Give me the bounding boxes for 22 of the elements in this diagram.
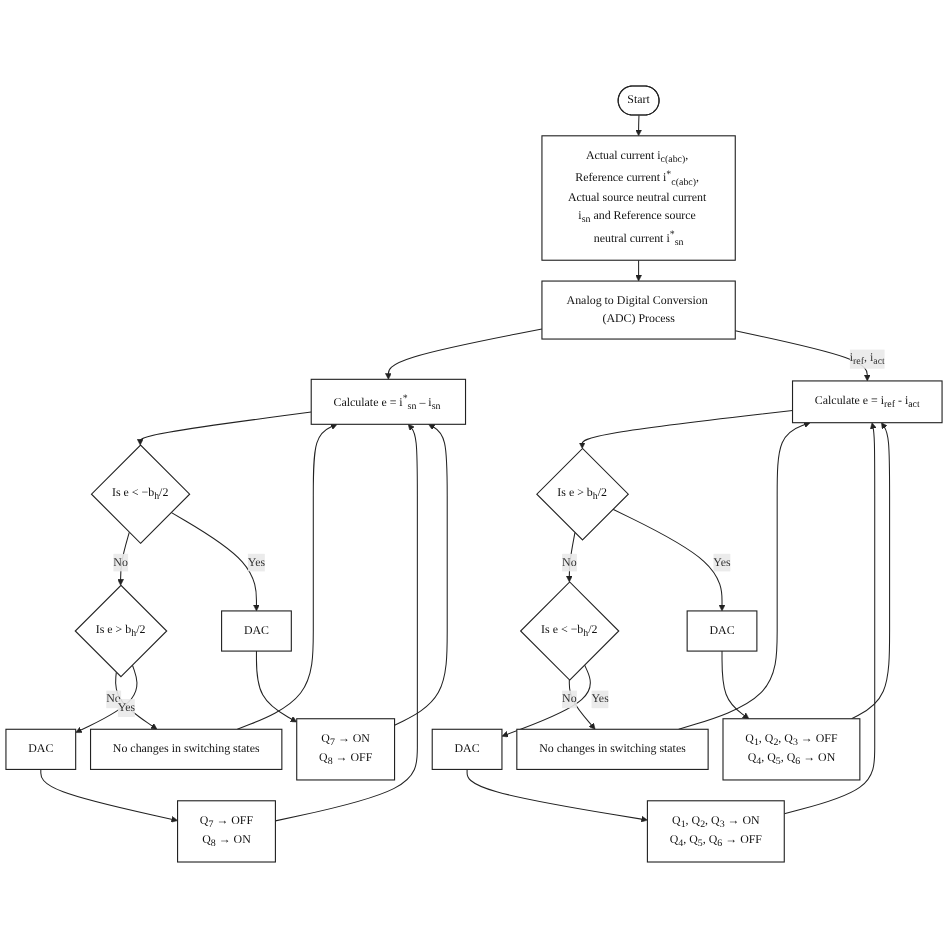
arrow [635,259,642,282]
arrow [75,664,138,733]
arrow [635,114,642,137]
arrow [612,508,726,612]
arrow [783,422,877,815]
arrow [734,330,871,382]
arrow [40,768,178,823]
arrow [385,328,543,380]
arrow [721,650,750,720]
arrow [136,411,312,446]
arrow [501,664,591,738]
arrow [236,423,338,730]
arrow [255,650,297,723]
arrow [394,424,448,726]
arrow [578,409,794,449]
arrow [117,531,130,586]
arrow [568,679,596,730]
arrow [274,424,418,822]
arrow [851,422,891,720]
arrow [170,511,260,612]
arrow [678,421,811,730]
arrow [466,768,648,823]
